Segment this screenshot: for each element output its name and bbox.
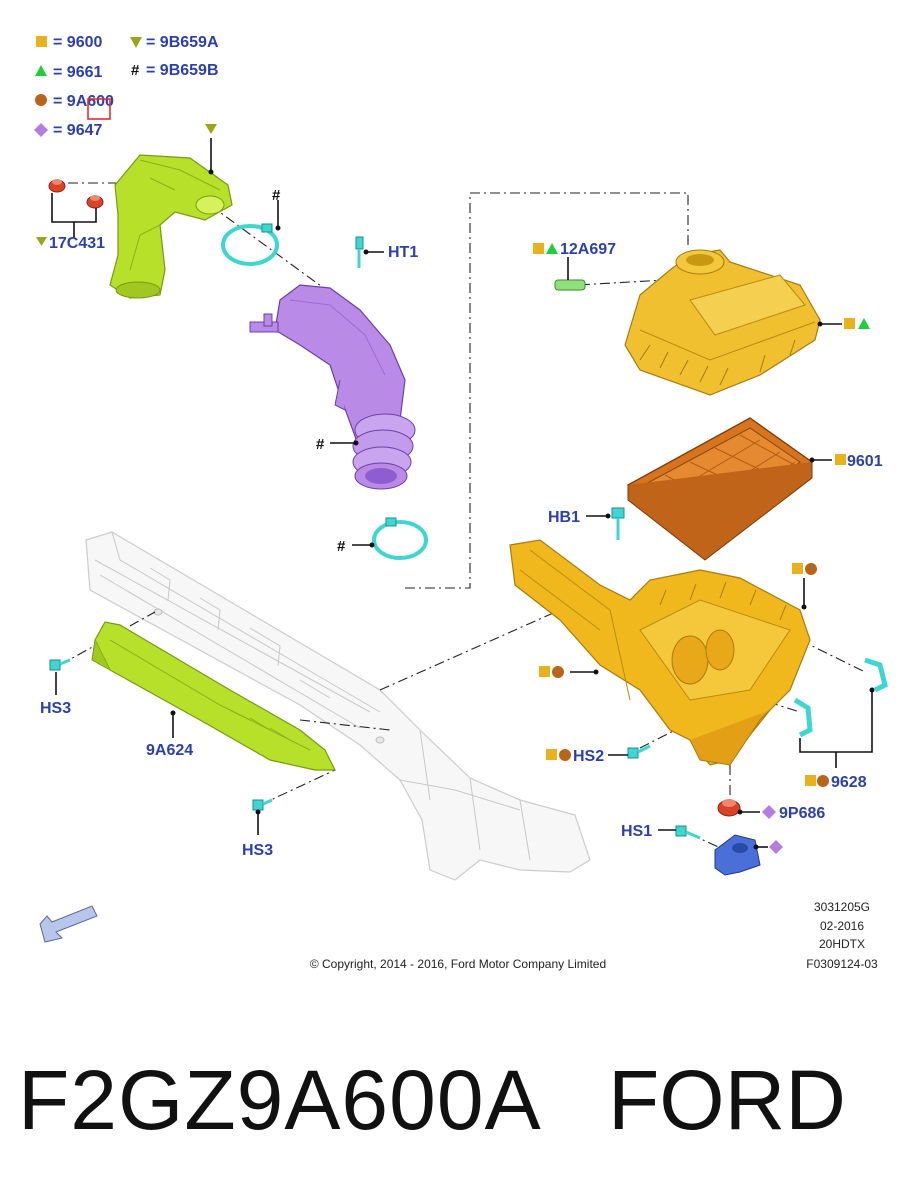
hose-bellows bbox=[352, 413, 416, 490]
screw-hs3-left bbox=[49, 658, 71, 671]
purple-air-intake-hose bbox=[249, 284, 416, 490]
info-line-4: F0309124-03 bbox=[806, 957, 878, 971]
legend-triangle-up-symbol bbox=[35, 65, 47, 76]
callout-9601: 9601 bbox=[847, 453, 883, 470]
legend-code-9661: 9661 bbox=[67, 64, 103, 81]
copyright-notice: © Copyright, 2014 - 2016, Ford Motor Com… bbox=[310, 957, 606, 971]
legend-hash-symbol: # bbox=[131, 62, 140, 79]
svg-text:= 9600: = 9600 bbox=[53, 34, 102, 51]
air-filter-element-9601 bbox=[626, 417, 814, 561]
cover-square-symbol bbox=[844, 318, 855, 329]
callout-hs3-lower: HS3 bbox=[242, 842, 273, 859]
callout-hs2: HS2 bbox=[573, 748, 604, 765]
bolt-hb1 bbox=[611, 507, 625, 540]
info-line-1: 3031205G bbox=[814, 900, 870, 914]
svg-text:= 9B659B: = 9B659B bbox=[146, 62, 219, 79]
highlight-box bbox=[87, 98, 111, 120]
grommets-9a600 bbox=[48, 179, 104, 209]
hose-clamp-upper bbox=[221, 223, 279, 266]
screw-hs2 bbox=[627, 744, 651, 759]
air-cleaner-cover bbox=[624, 249, 821, 396]
legend: = 9600 = 9B659A = 9661 # = 9B659B = 9A60… bbox=[34, 34, 219, 139]
legend-code-9a600: 9A600 bbox=[67, 93, 114, 110]
callout-hs3-left: HS3 bbox=[40, 700, 71, 717]
part-number: F2GZ9A600A bbox=[18, 1053, 542, 1147]
svg-text:= 9A600: = 9A600 bbox=[53, 93, 114, 110]
legend-circle-symbol bbox=[35, 94, 47, 106]
legend-code-9b659a: 9B659A bbox=[160, 34, 219, 51]
fastener-ht1 bbox=[355, 236, 364, 268]
air-deflector-9a624 bbox=[91, 621, 336, 771]
screw-hs3-lower bbox=[252, 798, 273, 811]
legend-diamond-symbol bbox=[34, 123, 48, 137]
callout-hs1: HS1 bbox=[621, 823, 652, 840]
air-cleaner-housing-lower bbox=[509, 539, 811, 766]
cover-triangle-symbol bbox=[858, 318, 870, 329]
callout-9p686: 9P686 bbox=[779, 805, 825, 822]
drawing-info-block: 3031205G 02-2016 20HDTX F0309124-03 bbox=[806, 900, 878, 971]
callout-hash-hose: # bbox=[316, 436, 325, 453]
parts-diagram: = 9600 = 9B659A = 9661 # = 9B659B = 9A60… bbox=[34, 34, 888, 971]
vehicle-frame-rail bbox=[85, 531, 591, 881]
footer-banner: F2GZ9A600A FORD bbox=[0, 1040, 912, 1160]
legend-triangle-down-symbol bbox=[130, 37, 142, 48]
svg-text:= 9661: = 9661 bbox=[53, 64, 102, 81]
svg-text:= 9B659A: = 9B659A bbox=[146, 34, 219, 51]
svg-text:= 9647: = 9647 bbox=[53, 122, 102, 139]
callout-17c431: 17C431 bbox=[49, 235, 105, 252]
callout-12a697: 12A697 bbox=[560, 241, 616, 258]
green-air-inlet-duct bbox=[109, 154, 233, 299]
sensor-12a697 bbox=[554, 279, 586, 291]
callout-9628: 9628 bbox=[831, 774, 867, 791]
grommet-9p686 bbox=[717, 799, 741, 817]
callout-hb1: HB1 bbox=[548, 509, 580, 526]
mounting-bracket-blue bbox=[714, 834, 761, 876]
legend-code-9b659b: 9B659B bbox=[160, 62, 219, 79]
info-line-2: 02-2016 bbox=[820, 919, 864, 933]
callout-hash-clamp-upper: # bbox=[272, 187, 281, 204]
callout-hash-clamp-lower: # bbox=[337, 538, 346, 555]
callout-ht1: HT1 bbox=[388, 244, 418, 261]
legend-code-9600: 9600 bbox=[67, 34, 103, 51]
legend-code-9647: 9647 bbox=[67, 122, 103, 139]
callout-9a624: 9A624 bbox=[146, 742, 193, 759]
front-direction-arrow bbox=[39, 905, 98, 943]
screw-hs1 bbox=[675, 825, 701, 840]
hose-clamp-lower bbox=[372, 517, 428, 560]
info-line-3: 20HDTX bbox=[819, 937, 865, 951]
clips-9628 bbox=[793, 657, 888, 738]
legend-square-symbol bbox=[36, 36, 47, 47]
brand-name: FORD bbox=[608, 1053, 846, 1147]
